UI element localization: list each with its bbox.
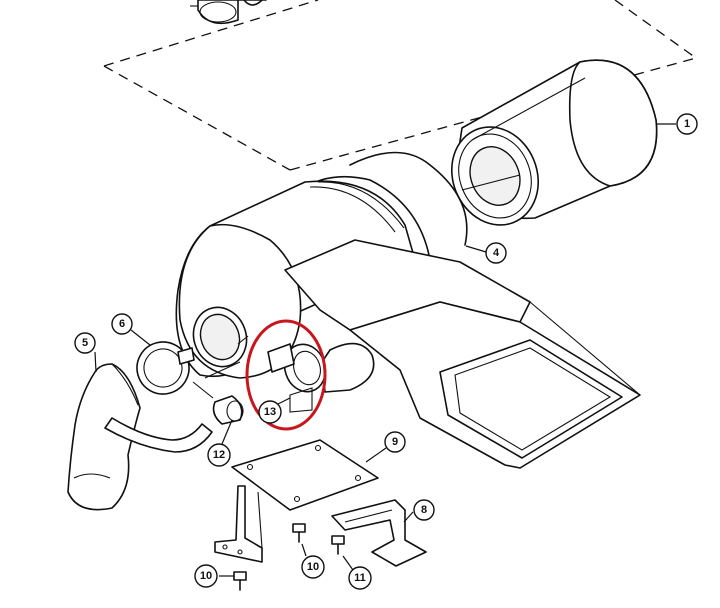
callout-8: 8 — [413, 499, 435, 521]
callout-label-9: 9 — [392, 436, 398, 448]
callout-11: 11 — [348, 566, 372, 590]
upper-filter-cylinder — [190, 0, 267, 25]
callout-label-10-left: 10 — [200, 570, 212, 582]
callout-label-13: 13 — [264, 406, 276, 418]
callout-4: 4 — [485, 242, 507, 264]
callout-10-left: 10 — [194, 564, 218, 588]
callout-label-6: 6 — [119, 318, 125, 330]
callout-label-4: 4 — [493, 247, 500, 259]
dust-valve — [237, 335, 327, 413]
callout-label-8: 8 — [421, 504, 427, 516]
air-cleaner-housing — [175, 151, 641, 469]
callout-9: 9 — [384, 431, 406, 453]
callout-13: 13 — [258, 400, 282, 424]
callout-1: 1 — [676, 113, 698, 135]
dust-valve-highlight — [245, 319, 327, 431]
fitting — [192, 361, 244, 425]
inlet-hose — [67, 363, 213, 511]
callout-6: 6 — [111, 313, 133, 335]
hose-clamp — [136, 341, 195, 395]
support-bracket — [331, 499, 427, 567]
screw-11 — [331, 535, 345, 555]
screw-10-center — [292, 523, 306, 543]
mounting-bracket — [214, 439, 379, 563]
callout-10-center: 10 — [301, 555, 325, 579]
filter-element — [450, 59, 658, 226]
callout-label-1: 1 — [684, 118, 690, 130]
callout-label-5: 5 — [82, 337, 88, 349]
callout-label-12: 12 — [213, 449, 225, 461]
screw-10-left — [233, 571, 247, 591]
callout-label-10-center: 10 — [307, 561, 319, 573]
callout-label-11: 11 — [354, 572, 366, 584]
callout-12: 12 — [207, 443, 231, 467]
callout-5: 5 — [74, 332, 96, 354]
leader-lines — [94, 123, 676, 577]
